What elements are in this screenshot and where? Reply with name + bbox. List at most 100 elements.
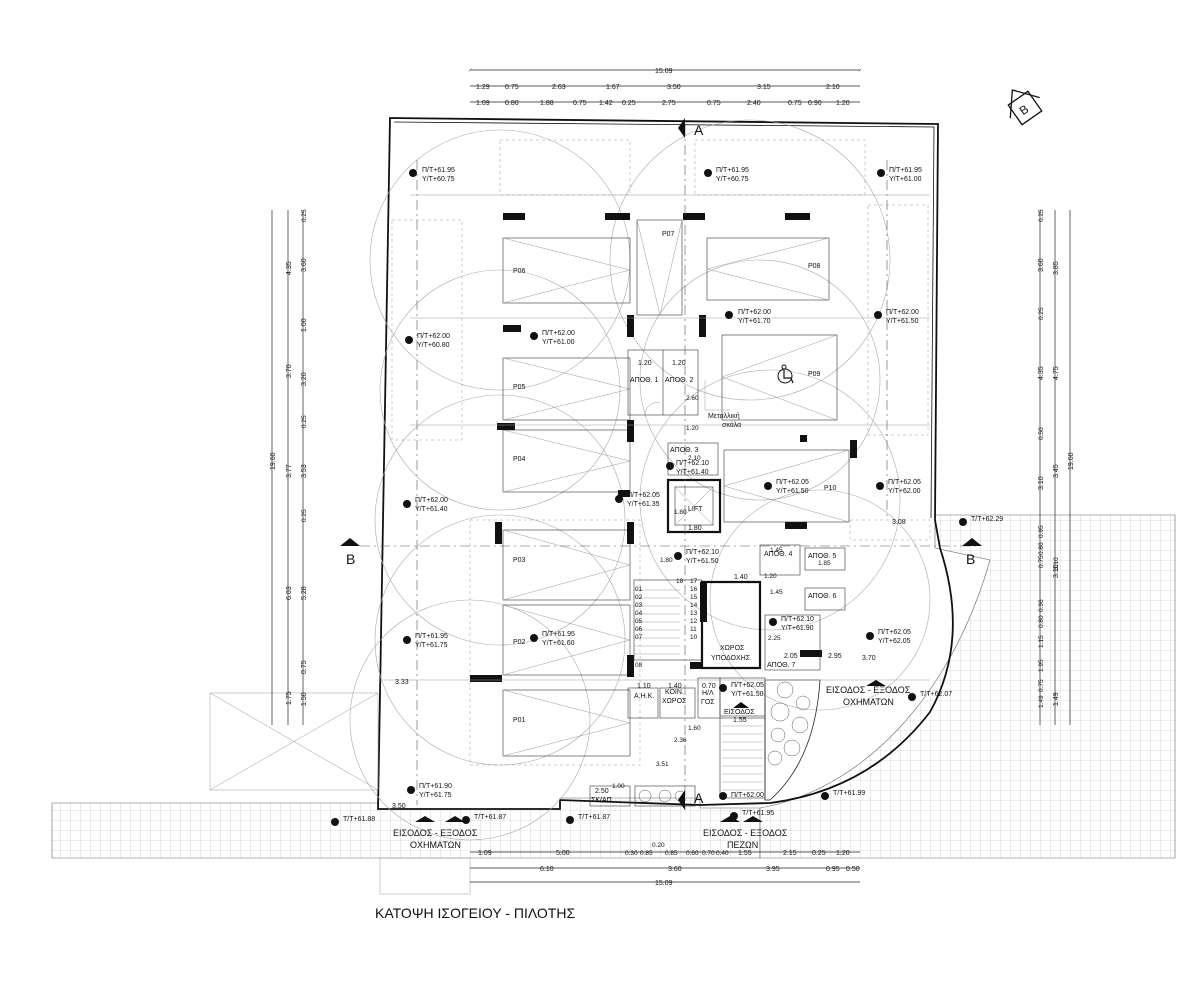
section-a-bottom: A bbox=[694, 790, 704, 806]
dim-right-inner: 3.60 bbox=[1038, 258, 1045, 272]
level-tag: Π/Τ+62.00 bbox=[542, 330, 575, 337]
svg-text:05: 05 bbox=[635, 618, 643, 625]
dim-left-inner: 0.75 bbox=[301, 660, 308, 674]
ground-level-tag: Τ/Τ+62.07 bbox=[920, 691, 952, 698]
dim-label: 1.10 bbox=[637, 683, 651, 690]
dim-label: 1.85 bbox=[818, 560, 831, 567]
level-tag: Π/Τ+61.95 bbox=[542, 631, 575, 638]
dim-label: 1.80 bbox=[688, 525, 702, 532]
dim-label: 1.45 bbox=[770, 547, 783, 554]
ground-level-tag: Τ/Τ+61.95 bbox=[742, 810, 774, 817]
parking-label: P02 bbox=[513, 639, 526, 646]
ground-level-tag: Τ/Τ+61.99 bbox=[833, 790, 865, 797]
dim-right-outer: 3.45 bbox=[1053, 464, 1060, 478]
dim-left-total: 19.60 bbox=[270, 452, 277, 470]
dim-left-inner: 3.53 bbox=[301, 464, 308, 478]
level-tag: Υ/Τ+61.00 bbox=[542, 339, 575, 346]
room-lift: LIFT bbox=[688, 506, 703, 513]
svg-text:B: B bbox=[1017, 102, 1032, 118]
room-apoth-5: ΑΠΟΘ. 5 bbox=[808, 553, 837, 560]
vehicle-entrance-left: ΕΙΣΟΔΟΣ - ΕΞΟΔΟΣ bbox=[393, 828, 478, 838]
dim-top-r2: 0.80 bbox=[505, 100, 519, 107]
columns bbox=[470, 213, 857, 682]
dim-right-inner: 4.35 bbox=[1038, 366, 1045, 380]
metal-stair-label: Μεταλλική bbox=[708, 413, 740, 420]
dim-top-r1: 3.15 bbox=[757, 84, 771, 91]
dim-label: 1.20 bbox=[686, 425, 699, 432]
dim-right-inner: 0.96 bbox=[1038, 599, 1045, 612]
dim-left-inner: 5.28 bbox=[301, 586, 308, 600]
room-electrical: Η/Λ bbox=[702, 690, 714, 697]
svg-text:04: 04 bbox=[635, 610, 643, 617]
dim-right-outer: 3.10 bbox=[1053, 564, 1060, 578]
level-tag: Υ/Τ+61.75 bbox=[419, 792, 452, 799]
level-tag: Υ/Τ+60.75 bbox=[716, 176, 749, 183]
dim-left-outer: 1.75 bbox=[286, 691, 293, 705]
dim-bottom-r1: 6.10 bbox=[540, 866, 554, 873]
dim-label: 1.80 bbox=[674, 509, 687, 516]
room-apoth-7: ΑΠΟΘ. 7 bbox=[767, 662, 796, 669]
level-tag: Π/Τ+62.10 bbox=[686, 549, 719, 556]
svg-text:09: 09 bbox=[690, 662, 698, 669]
metal-stair-label: σκάλα bbox=[722, 421, 741, 429]
dim-bottom-r2: 1.09 bbox=[478, 850, 492, 857]
dim-label: 2.25 bbox=[768, 635, 781, 642]
pedestrian-entrance: ΕΙΣΟΔΟΣ - ΕΞΟΔΟΣ bbox=[703, 828, 788, 838]
dim-label: 0.70 bbox=[702, 683, 716, 690]
site-boundary bbox=[209, 117, 954, 895]
level-tag: Π/Τ+62.00 bbox=[415, 497, 448, 504]
level-markers bbox=[331, 169, 967, 826]
room-apoth-1: ΑΠΟΘ. 1 bbox=[630, 377, 659, 384]
grid-axes bbox=[360, 125, 980, 810]
dim-label: 1.80 bbox=[660, 557, 673, 564]
dim-label: 1.20 bbox=[672, 360, 686, 367]
dim-label: 3.08 bbox=[892, 519, 906, 526]
level-tag: Π/Τ+61.95 bbox=[415, 633, 448, 640]
dim-right-inner: 0.95 bbox=[1038, 525, 1045, 538]
dim-label: 1.55 bbox=[733, 717, 747, 724]
dim-label: 1.40 bbox=[668, 683, 682, 690]
level-tag: Π/Τ+62.10 bbox=[676, 460, 709, 467]
sidewalk bbox=[51, 514, 1176, 859]
room-common: ΚΟΙΝ. bbox=[665, 689, 684, 696]
dim-right-outer: 4.75 bbox=[1053, 366, 1060, 380]
dim-left-outer: 3.70 bbox=[286, 364, 293, 378]
dim-label: 2.60 bbox=[686, 395, 699, 402]
level-tag: Υ/Τ+61.40 bbox=[676, 469, 709, 476]
dim-top-total: 15.09 bbox=[655, 68, 673, 75]
dim-label: 3.33 bbox=[395, 679, 409, 686]
svg-text:16: 16 bbox=[690, 586, 698, 593]
parking-label: P06 bbox=[513, 268, 526, 275]
dim-bottom-r2: 1.20 bbox=[836, 850, 850, 857]
svg-text:10: 10 bbox=[690, 634, 698, 641]
level-tag: Υ/Τ+61.50 bbox=[776, 488, 809, 495]
dim-top-r2: 2.75 bbox=[662, 100, 676, 107]
dim-right-inner: 3.10 bbox=[1053, 557, 1060, 570]
section-b-right: B bbox=[966, 551, 975, 567]
dim-left-outer: 6.03 bbox=[286, 586, 293, 600]
level-tag: Υ/Τ+61.90 bbox=[781, 625, 814, 632]
room-entry: ΕΙΣΟΔΟΣ bbox=[724, 709, 755, 716]
vehicle-entrance-right: ΕΙΣΟΔΟΣ - ΕΞΟΔΟΣ bbox=[826, 685, 911, 695]
dim-right-inner: 0.80 bbox=[1038, 542, 1045, 555]
parking-label: P10 bbox=[824, 485, 837, 492]
level-tag: Π/Τ+61.90 bbox=[419, 783, 452, 790]
svg-text:08: 08 bbox=[635, 662, 643, 669]
dim-right-inner: 0.75 bbox=[1038, 679, 1045, 692]
dim-label: 2.36 bbox=[674, 737, 687, 744]
dim-top-r1: 2.63 bbox=[552, 84, 566, 91]
dim-bottom-r1: 3.95 bbox=[766, 866, 780, 873]
level-tag: Υ/Τ+61.60 bbox=[542, 640, 575, 647]
dim-label: 1.20 bbox=[764, 573, 777, 580]
dim-right-inner: 0.80 bbox=[1038, 615, 1045, 628]
parking-label: P07 bbox=[662, 231, 675, 238]
dim-label: 0.20 bbox=[652, 842, 665, 849]
dim-label: 2.10 bbox=[688, 455, 701, 462]
svg-text:11: 11 bbox=[690, 626, 697, 633]
dim-bottom-r1: 3.60 bbox=[668, 866, 682, 873]
parking-label: P08 bbox=[808, 263, 821, 270]
dim-right-inner: 0.75 bbox=[1038, 555, 1045, 568]
core-walls bbox=[589, 349, 846, 807]
dim-top-r2: 1.09 bbox=[476, 100, 490, 107]
